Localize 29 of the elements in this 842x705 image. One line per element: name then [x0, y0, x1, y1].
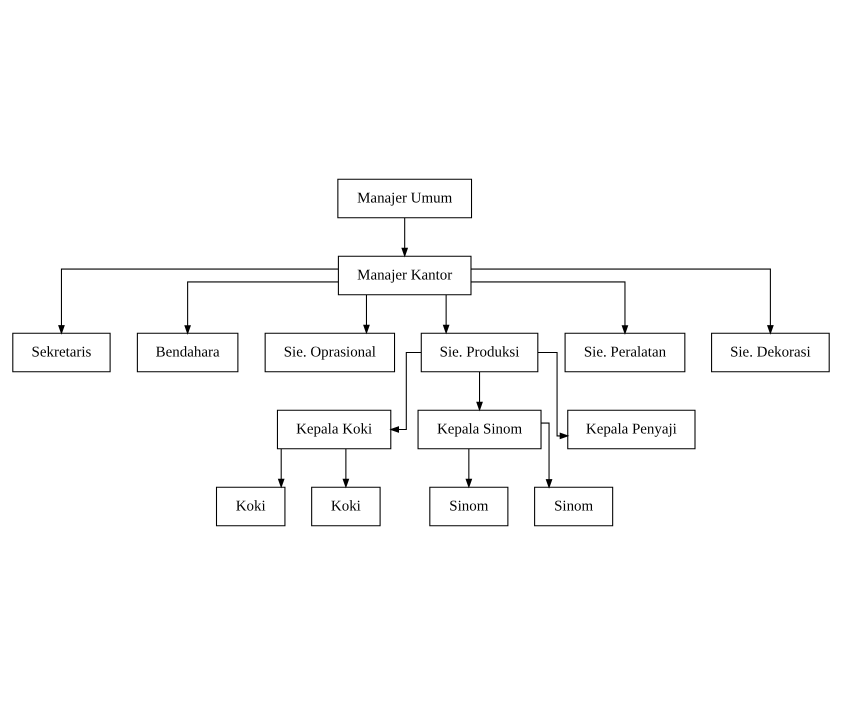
node-box: Sinom [429, 486, 508, 526]
node-box: Manajer Umum [337, 178, 472, 218]
arrow [363, 294, 370, 334]
arrow [442, 294, 450, 334]
node-box: Sekretaris [12, 332, 111, 372]
node-box: Kepala Koki [276, 410, 392, 450]
arrow [184, 281, 338, 335]
node-box: Sie. Dekorasi [711, 332, 830, 372]
arrow [465, 448, 472, 488]
arrow [278, 448, 285, 488]
arrow [471, 281, 628, 335]
arrow [389, 352, 422, 433]
node-box: Kepala Penyaji [567, 410, 696, 450]
node-box: Kepala Sinom [418, 410, 542, 450]
node-box: Sie. Oprasional [264, 332, 396, 372]
node-box: Sie. Produksi [420, 332, 538, 372]
arrow [342, 448, 350, 488]
node-box: Koki [311, 486, 381, 526]
arrow [58, 268, 338, 335]
arrow [538, 352, 570, 440]
node-box: Koki [216, 486, 286, 526]
node-box: Bendahara [136, 332, 238, 372]
node-box: Sie. Peralatan [564, 332, 686, 372]
node-box: Sinom [534, 486, 614, 526]
arrow [401, 218, 408, 258]
arrow [541, 422, 552, 489]
arrow [471, 268, 774, 335]
arrow [476, 372, 483, 412]
node-box: Manajer Kantor [338, 256, 472, 296]
